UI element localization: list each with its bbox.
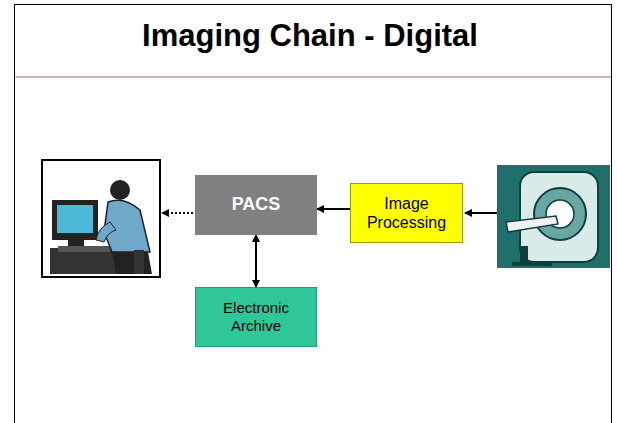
workstation-icon xyxy=(42,160,160,277)
slide-frame xyxy=(15,5,612,423)
input-arrow xyxy=(465,212,497,214)
node-label: Image Processing xyxy=(357,194,456,232)
title-rule xyxy=(15,76,611,78)
archive-box: Electronic Archive xyxy=(195,287,317,347)
node-label: PACS xyxy=(232,194,281,216)
node-label: Electronic Archive xyxy=(202,299,310,335)
slide-title: Imaging Chain - Digital xyxy=(20,18,600,54)
scanner-icon xyxy=(497,165,610,268)
processing-box: Image Processing xyxy=(350,183,463,243)
flow-arrow xyxy=(255,235,257,287)
display-arrow xyxy=(162,212,193,214)
pacs-box: PACS xyxy=(195,175,317,235)
flow-arrow xyxy=(317,208,350,210)
